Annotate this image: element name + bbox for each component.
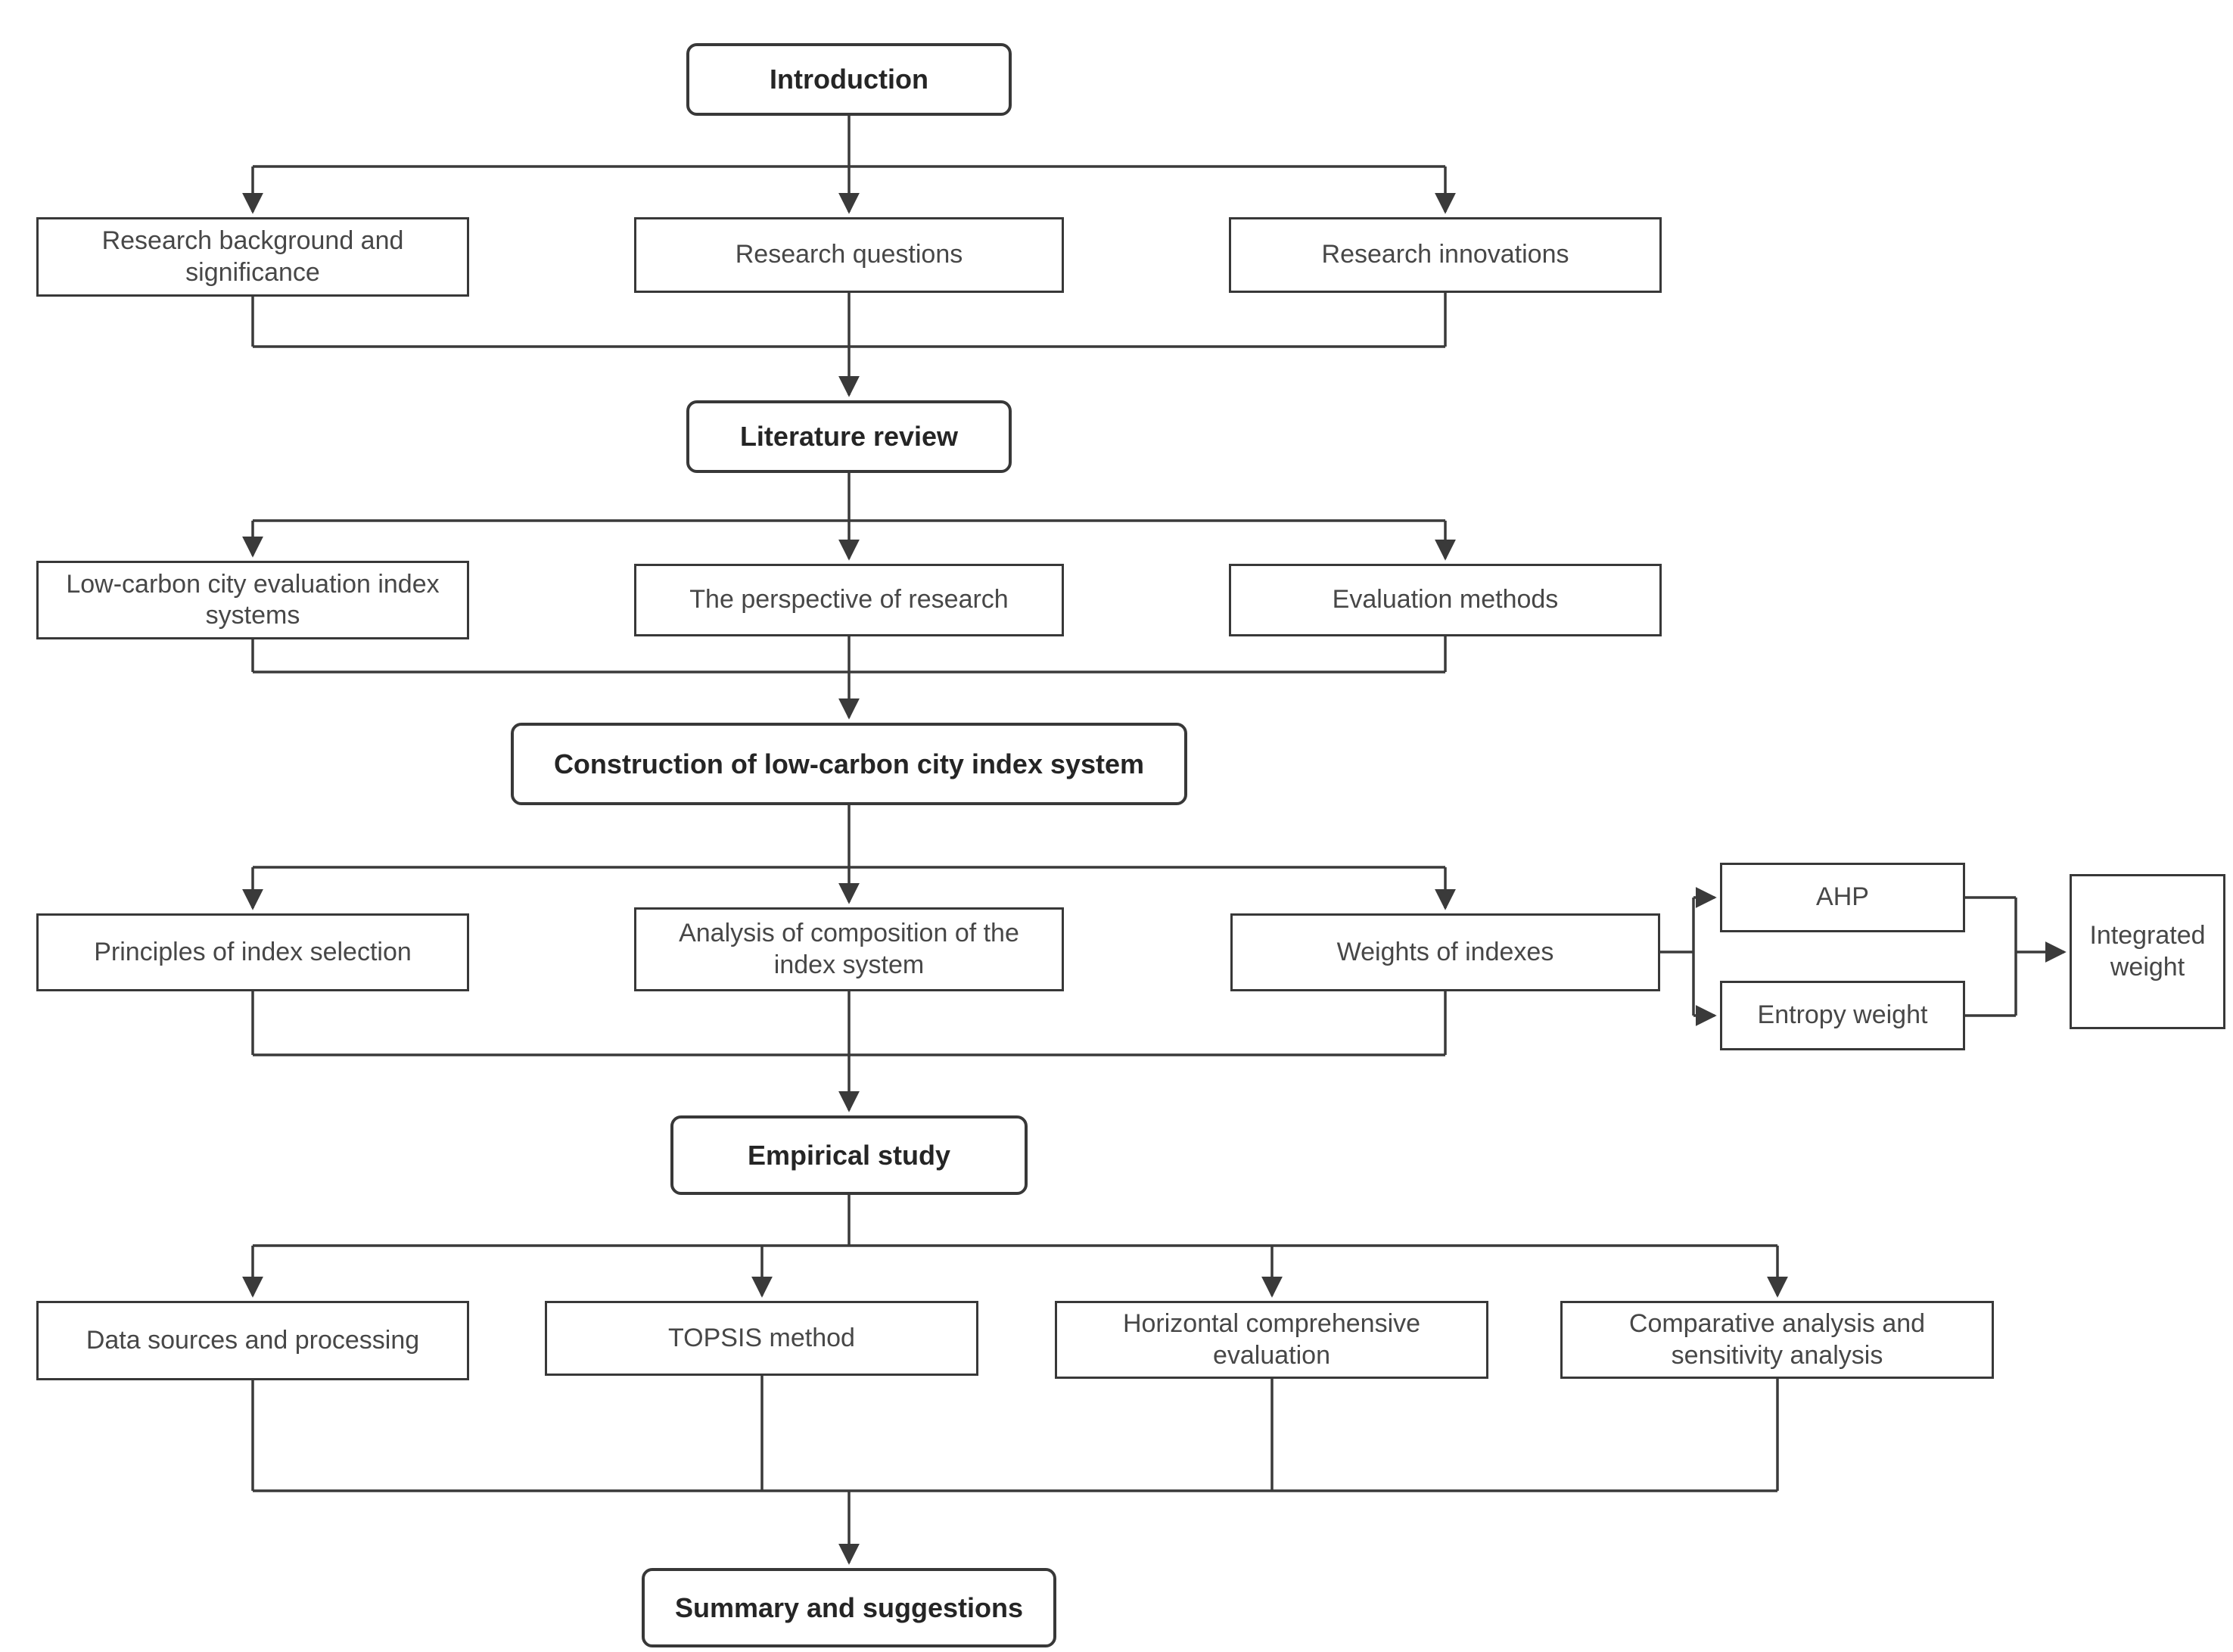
node-research-innovations: Research innovations bbox=[1229, 217, 1662, 293]
node-analysis-composition: Analysis of composition of the index sys… bbox=[634, 907, 1064, 991]
node-introduction: Introduction bbox=[686, 43, 1012, 116]
node-summary-suggestions: Summary and suggestions bbox=[642, 1568, 1056, 1647]
edge-methods-to-integrated-weight bbox=[1965, 896, 2067, 1017]
node-literature-review: Literature review bbox=[686, 400, 1012, 473]
node-research-background: Research background and significance bbox=[36, 217, 469, 297]
edge-row4-to-summary bbox=[251, 1376, 1779, 1565]
node-ahp: AHP bbox=[1720, 863, 1965, 932]
edge-weights-to-methods bbox=[1660, 887, 1717, 1026]
node-lowcarbon-index-systems: Low-carbon city evaluation index systems bbox=[36, 561, 469, 639]
node-perspective-of-research: The perspective of research bbox=[634, 564, 1064, 636]
node-weights-of-indexes: Weights of indexes bbox=[1230, 913, 1660, 991]
node-research-questions: Research questions bbox=[634, 217, 1064, 293]
edge-row3-to-empirical-study bbox=[251, 991, 1447, 1112]
node-topsis-method: TOPSIS method bbox=[545, 1301, 978, 1376]
node-empirical-study: Empirical study bbox=[670, 1115, 1028, 1195]
node-entropy-weight: Entropy weight bbox=[1720, 981, 1965, 1050]
node-construction-index-system: Construction of low-carbon city index sy… bbox=[511, 723, 1187, 805]
edge-literature-review-to-row2 bbox=[242, 473, 1456, 561]
node-evaluation-methods: Evaluation methods bbox=[1229, 564, 1662, 636]
node-data-sources-processing: Data sources and processing bbox=[36, 1301, 469, 1380]
edge-row1-to-literature-review bbox=[251, 293, 1447, 397]
node-horizontal-evaluation: Horizontal comprehensive evaluation bbox=[1055, 1301, 1488, 1379]
edge-empirical-study-to-row4 bbox=[242, 1195, 1788, 1298]
edge-introduction-to-row1 bbox=[242, 116, 1456, 214]
node-principles-index-selection: Principles of index selection bbox=[36, 913, 469, 991]
node-integrated-weight: Integrated weight bbox=[2070, 874, 2225, 1029]
node-comparative-sensitivity: Comparative analysis and sensitivity ana… bbox=[1560, 1301, 1994, 1379]
edge-row2-to-construction bbox=[251, 636, 1447, 720]
edge-construction-to-row3 bbox=[242, 805, 1456, 910]
